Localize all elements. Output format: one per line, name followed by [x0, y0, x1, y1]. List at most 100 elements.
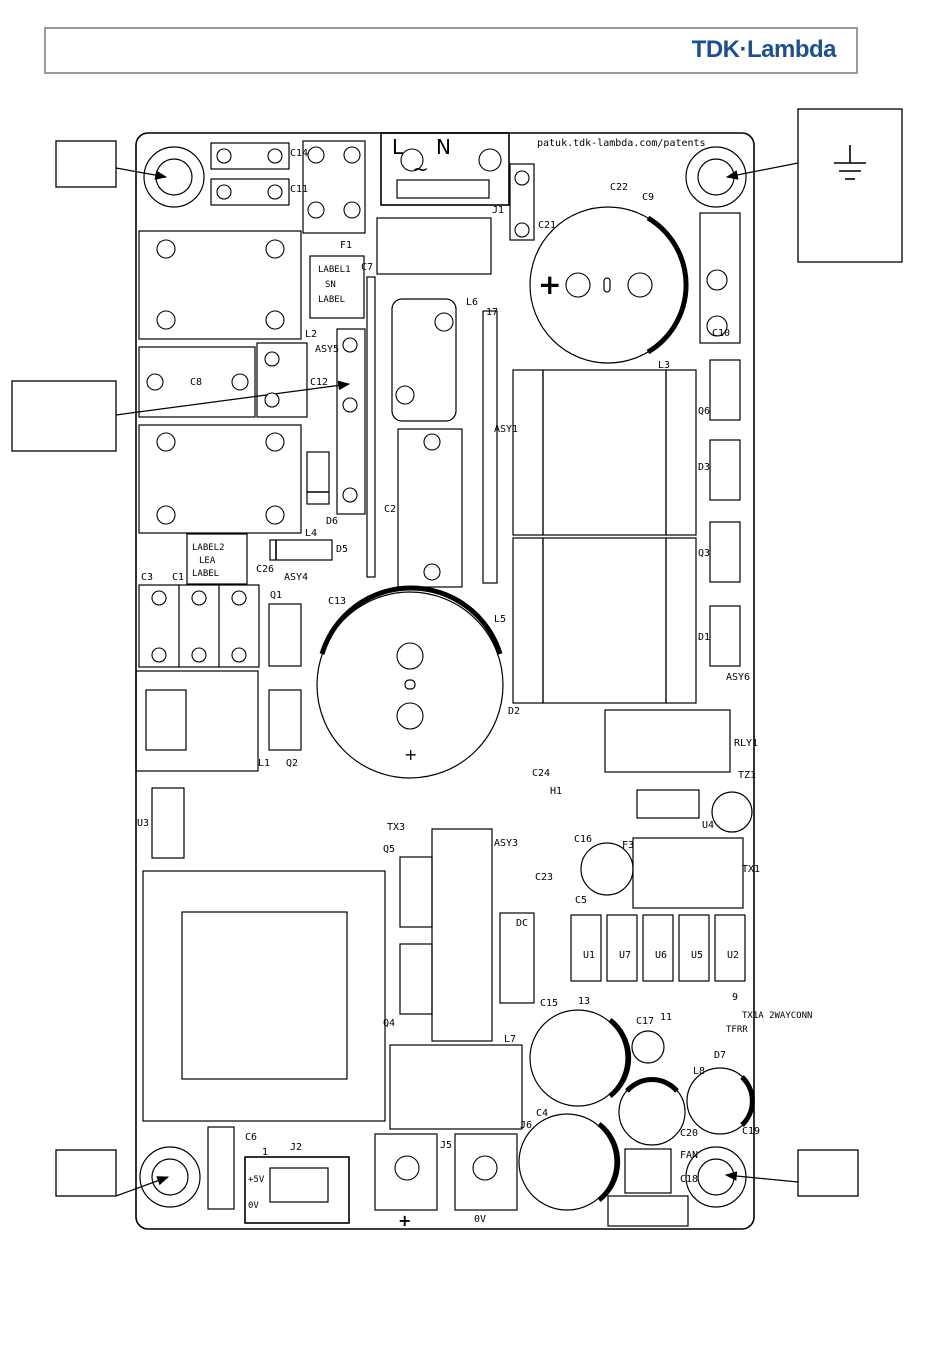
label-j5-plus: + [398, 1211, 411, 1230]
mounting-hole-bottom-left [139, 1146, 201, 1208]
label-asy1: ASY1 [494, 424, 518, 435]
label-asy4: ASY4 [284, 572, 308, 583]
label-asy3: ASY3 [494, 838, 518, 849]
capacitor-c20 [618, 1077, 686, 1146]
label1-line2: SN [325, 280, 336, 290]
label-q1: Q1 [270, 590, 282, 601]
label-j2: J2 [290, 1142, 302, 1153]
label-d6: D6 [326, 516, 338, 527]
capacitor-c17 [631, 1030, 665, 1064]
c9-plus-sign: + [538, 268, 561, 301]
c13-plus-sign: + [404, 745, 417, 764]
arrow-bottom-left [115, 1176, 170, 1197]
label-l1: L1 [258, 758, 270, 769]
label1-line3: LABEL [318, 295, 345, 305]
label-fan: FAN [680, 1150, 698, 1161]
callout-earth [797, 108, 903, 263]
label-h1: H1 [550, 786, 562, 797]
label-l8: L8 [693, 1066, 705, 1077]
diode-d6 [306, 451, 330, 505]
label-tx3: TX3 [387, 822, 405, 833]
label-j2-0v: 0V [248, 1201, 259, 1211]
label-u2: U2 [727, 950, 739, 961]
label-q6: Q6 [698, 406, 710, 417]
label-j6-0v: 0V [474, 1214, 486, 1225]
diode-d5 [269, 539, 333, 561]
transistor-q2 [268, 689, 302, 751]
header-box: TDK·Lambda [44, 27, 858, 74]
capacitor-c10 [699, 212, 741, 344]
label-j2-pin1: 1 [262, 1147, 268, 1158]
label-c19: C19 [742, 1126, 760, 1137]
dc-strip [499, 912, 535, 1004]
label-c20: C20 [680, 1128, 698, 1139]
label-n11: 11 [660, 1012, 672, 1023]
label-c15: C15 [540, 998, 558, 1009]
label-l2: L2 [305, 329, 317, 340]
label-q5: Q5 [383, 844, 395, 855]
label-j2-5v: +5V [248, 1175, 265, 1185]
input-terminal-j1 [380, 132, 510, 206]
mounting-hole-top-left [143, 146, 205, 208]
label-l5: L5 [494, 614, 506, 625]
capacitor-c12 [256, 342, 308, 418]
pcb-outline [135, 132, 755, 1230]
capacitor-c11 [210, 178, 290, 206]
capacitor-c6 [207, 1126, 235, 1210]
terminal-label-tilde: ~ [412, 157, 429, 181]
capacitors-c3-c1 [138, 584, 260, 668]
label-l3: L3 [658, 360, 670, 371]
label-c23: C23 [535, 872, 553, 883]
label-c13: C13 [328, 596, 346, 607]
label-rly1: RLY1 [734, 738, 758, 749]
arrow-bottom-right [724, 1171, 799, 1183]
asy5-heatsink [336, 328, 366, 515]
inductor-l6-pins [482, 310, 498, 584]
label-c21: C21 [538, 220, 556, 231]
capacitor-c8 [138, 346, 256, 418]
capacitor-c7-strip [366, 276, 376, 578]
patent-note: patuk.tdk-lambda.com/patents [537, 138, 706, 149]
arrow-left-middle [115, 380, 351, 416]
label-n9: 9 [732, 992, 738, 1003]
connector-j6-0v [454, 1133, 518, 1211]
label-tz1: TZ1 [738, 770, 756, 781]
label-c10: C10 [712, 328, 730, 339]
capacitor-c21 [509, 163, 535, 241]
callout-left-middle [11, 380, 117, 452]
label-n13: 13 [578, 996, 590, 1007]
label-asy5: ASY5 [315, 344, 339, 355]
label2-area [186, 533, 248, 585]
relay-rly1 [604, 709, 731, 773]
label2-line1: LABEL2 [192, 543, 225, 553]
label-u4: U4 [702, 820, 714, 831]
capacitor-c19 [686, 1067, 755, 1135]
label-n17: 17 [486, 307, 498, 318]
callout-bottom-left [55, 1149, 117, 1197]
connector-j2 [244, 1156, 350, 1224]
label-c17: C17 [636, 1016, 654, 1027]
arrow-top-left [115, 167, 168, 180]
inductor-l7 [389, 1044, 523, 1130]
bobbin-tx3 [431, 828, 493, 1042]
label-c4: C4 [536, 1108, 548, 1119]
component-block-mid-left [138, 424, 302, 534]
label-u7: U7 [619, 950, 631, 961]
earth-ground-icon [834, 145, 866, 180]
capacitor-c14 [210, 142, 290, 170]
label-j5: J5 [440, 1140, 452, 1151]
input-connector-block [376, 217, 492, 275]
label-u1: U1 [583, 950, 595, 961]
inductor-l1 [135, 670, 259, 772]
thermistor-tz1 [711, 791, 753, 833]
label-u5: U5 [691, 950, 703, 961]
transformer-tx1 [632, 837, 744, 909]
tdk-lambda-logo: TDK·Lambda [691, 36, 837, 63]
label-l6: L6 [466, 297, 478, 308]
label-c9: C9 [642, 192, 654, 203]
transistor-q1 [268, 603, 302, 667]
label-q2: Q2 [286, 758, 298, 769]
label-c24: C24 [532, 768, 550, 779]
label-d7: D7 [714, 1050, 726, 1061]
label-j1: J1 [492, 205, 504, 216]
